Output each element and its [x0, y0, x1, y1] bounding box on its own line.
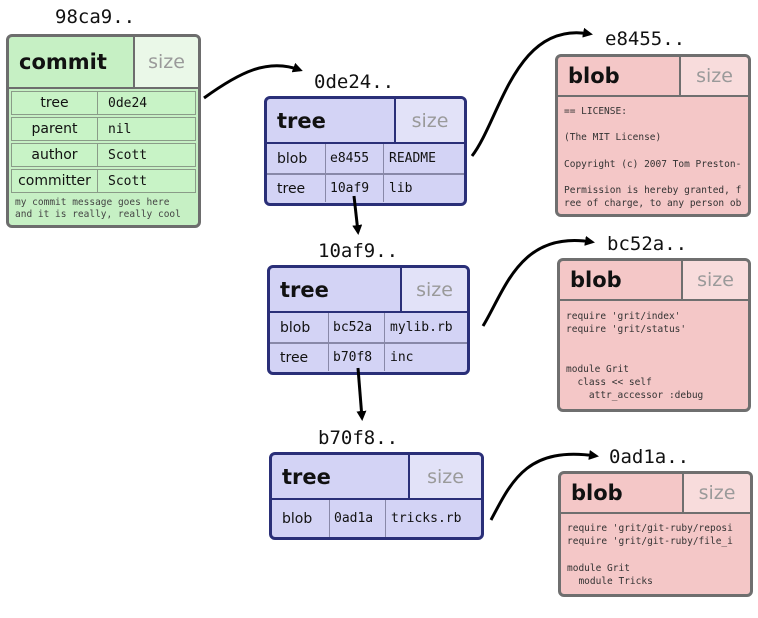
arrow-tree-to-lib-tree [352, 195, 363, 235]
tree-header: tree size [270, 268, 467, 313]
entry-name: tricks.rb [391, 511, 462, 526]
entry-kind: tree [267, 175, 326, 202]
arrow-tree-to-inc-tree [356, 367, 367, 421]
tree-type-label: tree [282, 464, 331, 489]
tree-object: tree size blob 0ad1a tricks.rb [269, 452, 484, 540]
commit-message-line: and it is really, really cool [15, 209, 181, 220]
tree-hash-label: 0de24.. [314, 71, 395, 93]
field-key: committer [12, 170, 98, 192]
commit-size-label: size [133, 37, 198, 87]
entry-sha: 0ad1a [330, 500, 386, 537]
field-value: Scott [108, 147, 148, 163]
blob-hash-label: e8455.. [605, 28, 686, 50]
commit-field-author: author Scott [11, 143, 196, 167]
blob-object: blob size == LICENSE: (The MIT License) … [555, 54, 751, 217]
tree-entry: blob e8455 README [267, 144, 464, 173]
entry-kind: blob [267, 144, 326, 173]
commit-hash-label: 98ca9.. [55, 6, 136, 28]
tree-entry: blob bc52a mylib.rb [270, 313, 467, 342]
entry-kind: blob [272, 500, 330, 537]
tree-type-label: tree [280, 277, 329, 302]
tree-entry: tree b70f8 inc [270, 342, 467, 371]
tree-hash-label: 10af9.. [318, 240, 399, 262]
tree-entry: blob 0ad1a tricks.rb [272, 500, 481, 537]
entry-sha: e8455 [326, 144, 384, 173]
entry-sha: bc52a [329, 313, 385, 342]
blob-header: blob size [558, 57, 748, 97]
blob-hash-label: bc52a.. [607, 233, 688, 255]
tree-size-label: size [400, 268, 467, 311]
tree-size-label: size [394, 99, 464, 142]
commit-object: commit size tree 0de24 parent nil author… [6, 34, 201, 228]
tree-header: tree size [272, 455, 481, 500]
entry-name: mylib.rb [390, 320, 453, 335]
blob-type-label: blob [568, 64, 620, 88]
commit-type-label: commit [19, 50, 107, 74]
field-key: tree [12, 92, 98, 114]
commit-field-committer: committer Scott [11, 169, 196, 193]
tree-header: tree size [267, 99, 464, 144]
blob-object: blob size require 'grit/git-ruby/reposi … [558, 471, 753, 597]
entry-kind: blob [270, 313, 329, 342]
arrow-tree-to-mylib-blob [481, 235, 595, 327]
blob-header: blob size [561, 474, 750, 514]
commit-message-line: my commit message goes here [15, 197, 170, 208]
blob-header: blob size [560, 261, 748, 301]
blob-type-label: blob [571, 481, 623, 505]
tree-object: tree size blob bc52a mylib.rb tree b70f8… [267, 265, 470, 375]
blob-size-label: size [679, 57, 748, 95]
entry-name: inc [390, 350, 414, 365]
field-key: parent [12, 118, 98, 140]
field-value: 0de24 [108, 95, 148, 111]
field-value: Scott [108, 173, 148, 189]
commit-header: commit size [9, 37, 198, 89]
tree-size-label: size [408, 455, 481, 498]
tree-object: tree size blob e8455 README tree 10af9 l… [264, 96, 467, 206]
arrow-tree-to-readme-blob [470, 27, 593, 157]
blob-size-label: size [682, 474, 750, 512]
commit-fields: tree 0de24 parent nil author Scott commi… [9, 89, 198, 193]
blob-type-label: blob [570, 268, 622, 292]
field-value: nil [108, 121, 132, 137]
blob-content: require 'grit/git-ruby/reposi require 'g… [567, 523, 733, 587]
tree-type-label: tree [277, 108, 326, 133]
tree-entry: tree 10af9 lib [267, 173, 464, 202]
arrow-tree-to-tricks-blob [489, 450, 599, 521]
blob-hash-label: 0ad1a.. [609, 446, 690, 468]
tree-hash-label: b70f8.. [318, 427, 399, 449]
arrow-commit-to-tree [203, 62, 303, 100]
commit-field-parent: parent nil [11, 117, 196, 141]
blob-object: blob size require 'grit/index' require '… [557, 258, 751, 412]
entry-sha: 10af9 [326, 175, 384, 202]
blob-size-label: size [681, 261, 748, 299]
blob-content: == LICENSE: (The MIT License) Copyright … [564, 106, 742, 210]
blob-content: require 'grit/index' require 'grit/statu… [566, 311, 704, 402]
entry-name: README [389, 151, 436, 166]
entry-sha: b70f8 [329, 344, 385, 371]
commit-field-tree: tree 0de24 [11, 91, 196, 115]
field-key: author [12, 144, 98, 166]
commit-message: my commit message goes here and it is re… [9, 195, 198, 223]
entry-name: lib [389, 181, 413, 196]
entry-kind: tree [270, 344, 329, 371]
